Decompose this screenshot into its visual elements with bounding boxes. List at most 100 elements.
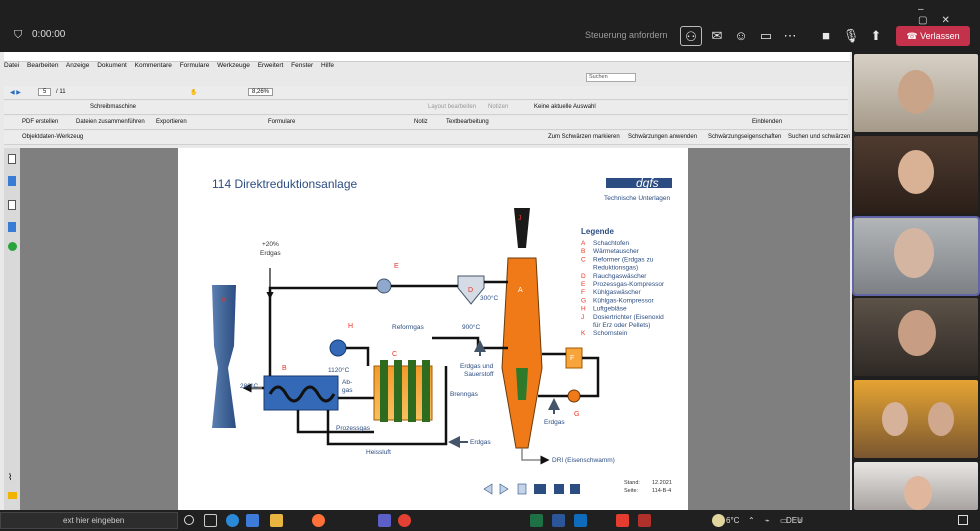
legend-key: H: [581, 306, 586, 313]
comment-icon[interactable]: [8, 492, 17, 499]
taskbar-search-input[interactable]: ext hier eingeben: [0, 512, 178, 529]
legend-label: Rauchgaswäscher: [593, 273, 647, 280]
search-redact-button[interactable]: Suchen und schwärzen: [788, 134, 851, 140]
notification-icon[interactable]: [958, 515, 968, 525]
window-controls[interactable]: –▢✕: [918, 4, 964, 26]
label-b: B: [282, 365, 287, 372]
value-seite: 114-B-4: [652, 488, 671, 494]
paperclip-icon[interactable]: ⌇: [8, 472, 13, 482]
cortana-icon[interactable]: [184, 515, 194, 525]
exchanger-coil: [268, 385, 336, 403]
taskview-icon[interactable]: [204, 514, 217, 527]
legend-key: F: [581, 289, 585, 296]
typewriter-button[interactable]: Schreibmaschine: [90, 104, 137, 110]
video-tile[interactable]: [854, 462, 978, 510]
menu-kommentare[interactable]: Kommentare: [134, 62, 172, 69]
phone-icon: ☎: [906, 31, 921, 41]
reactions-icon[interactable]: ☺: [734, 28, 748, 43]
label-300c: 300°C: [480, 294, 498, 302]
video-tile[interactable]: [854, 136, 978, 214]
legend-key: C: [581, 256, 586, 263]
cooling-zone: [516, 368, 528, 400]
meeting-timer: 0:00:00: [32, 29, 66, 40]
page-number-input[interactable]: 5: [38, 88, 52, 96]
merge-button[interactable]: Dateien zusammenführen: [76, 119, 145, 125]
share-icon[interactable]: ⬆: [870, 28, 882, 43]
layers-icon[interactable]: [8, 222, 16, 232]
menu-fenster[interactable]: Fenster: [291, 62, 314, 69]
outlook-icon[interactable]: [574, 514, 587, 527]
label-seite: Seite:: [624, 488, 639, 494]
text-edit-button[interactable]: Textbearbeitung: [446, 119, 489, 125]
chat-icon[interactable]: ✉: [711, 28, 723, 43]
excel-icon[interactable]: [530, 514, 543, 527]
temperature: 6°C: [726, 516, 740, 525]
notes-button[interactable]: Notizen: [488, 104, 509, 110]
app-icon[interactable]: [638, 514, 651, 527]
edge-icon[interactable]: [226, 514, 239, 527]
pages-icon[interactable]: [8, 154, 16, 164]
rooms-icon[interactable]: ▭: [759, 28, 773, 43]
pdf-create-button[interactable]: PDF erstellen: [22, 119, 59, 125]
show-button[interactable]: Einblenden: [752, 119, 783, 125]
menu-datei[interactable]: Datei: [4, 62, 20, 69]
apply-redact-button[interactable]: Schwärzungen anwenden: [628, 134, 698, 140]
mic-icon[interactable]: 🎙: [842, 28, 860, 43]
menu-werkzeuge[interactable]: Werkzeuge: [217, 62, 250, 69]
page-prev-icon[interactable]: ◀ ▶: [10, 90, 21, 96]
layout-edit-button[interactable]: Layout bearbeiten: [428, 104, 477, 110]
label-j: J: [518, 215, 522, 222]
label-f: F: [570, 355, 574, 362]
note-button[interactable]: Notiz: [414, 119, 428, 125]
bookmark-icon[interactable]: [8, 176, 16, 186]
label-erdgas-top: Erdgas: [260, 250, 281, 257]
mark-redact-button[interactable]: Zum Schwärzen markieren: [548, 134, 620, 140]
folder-icon[interactable]: [270, 514, 283, 527]
legend-title: Legende: [581, 227, 614, 236]
video-tile[interactable]: [852, 216, 980, 296]
page-icon: [517, 483, 527, 495]
video-tile[interactable]: [854, 54, 978, 132]
hand-icon[interactable]: ✋: [190, 90, 198, 96]
menu-erweitert[interactable]: Erweitert: [257, 62, 284, 69]
firefox-icon[interactable]: [312, 514, 325, 527]
forms-button[interactable]: Formulare: [268, 119, 296, 125]
camera-icon[interactable]: ■: [822, 28, 830, 43]
attach-icon[interactable]: [8, 200, 16, 210]
label-1120c: 1120°C: [328, 366, 350, 374]
label-d: D: [468, 287, 473, 294]
video-tile[interactable]: [854, 380, 978, 458]
menu-anzeige[interactable]: Anzeige: [65, 62, 90, 69]
acrobat-icon[interactable]: [616, 514, 629, 527]
menu-formulare[interactable]: Formulare: [179, 62, 210, 69]
input-language[interactable]: DEU: [786, 516, 803, 525]
menu-bearbeiten[interactable]: Bearbeiten: [27, 62, 59, 69]
document-icon: [570, 484, 580, 494]
menu-hilfe[interactable]: Hilfe: [321, 62, 335, 69]
more-icon[interactable]: ⋯: [783, 28, 797, 43]
label-erdgas-cooling: Erdgas: [544, 419, 565, 426]
leave-button[interactable]: ☎ Verlassen: [896, 26, 970, 46]
logo-bar: [606, 178, 672, 188]
request-control-button[interactable]: Steuerung anfordern: [585, 30, 668, 40]
object-tool-button[interactable]: Objektdaten-Werkzeug: [22, 134, 84, 140]
video-tile[interactable]: [854, 298, 978, 376]
redact-props-button[interactable]: Schwärzungseigenschaften: [708, 134, 782, 140]
reformer-tube-3: [408, 360, 416, 422]
logo-text: dgfs: [636, 176, 659, 190]
store-icon[interactable]: [246, 514, 259, 527]
word-icon[interactable]: [552, 514, 565, 527]
cube-icon: [554, 484, 564, 494]
legend-key: E: [581, 281, 586, 288]
sign-icon[interactable]: [8, 242, 17, 251]
legend-key: K: [581, 330, 586, 337]
export-button[interactable]: Exportieren: [156, 119, 187, 125]
legend-label: Luftgebläse: [593, 306, 627, 313]
avatar: [898, 310, 936, 356]
chrome-icon[interactable]: [398, 514, 411, 527]
reader-search-input[interactable]: Suchen: [586, 73, 636, 82]
menu-dokument[interactable]: Dokument: [97, 62, 127, 69]
people-icon[interactable]: ⚇: [680, 26, 702, 46]
zoom-input[interactable]: 8,26%: [248, 88, 274, 96]
teams-icon[interactable]: [378, 514, 391, 527]
